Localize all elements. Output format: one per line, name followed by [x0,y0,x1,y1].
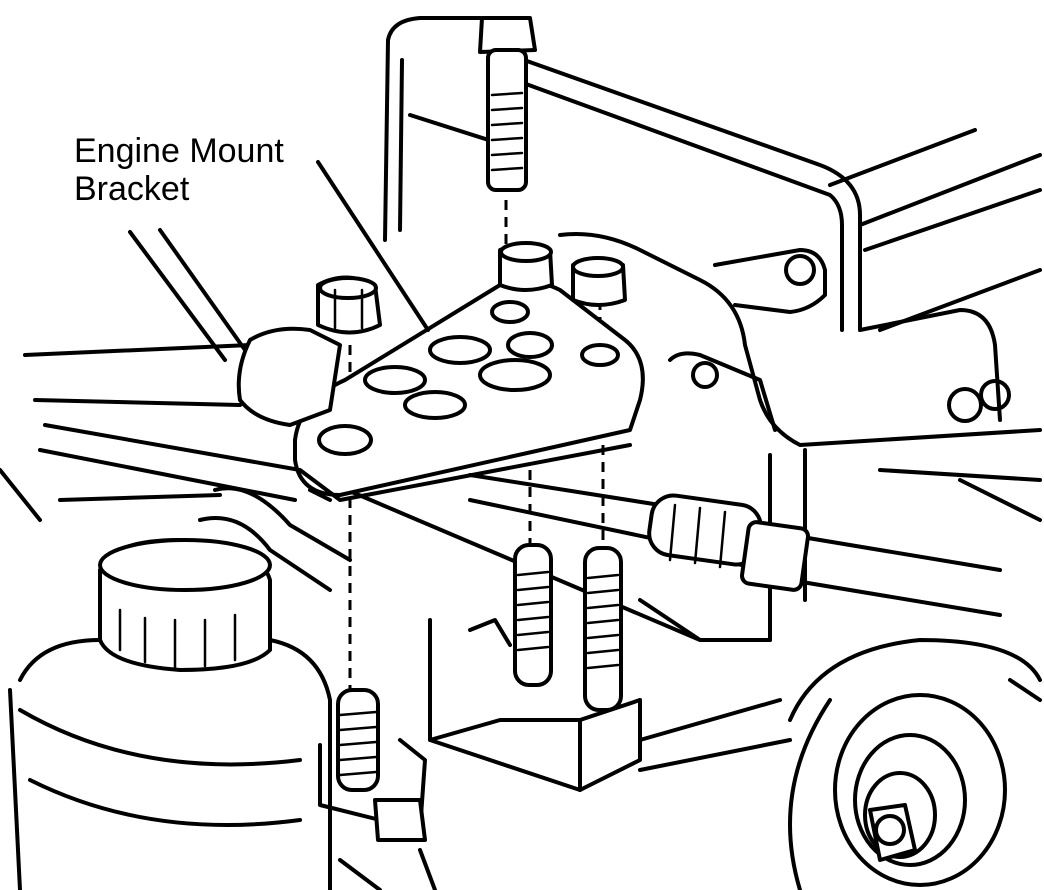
reservoir [8,538,332,890]
callout-label: Engine Mount Bracket [74,132,284,208]
callout-line-1: Engine Mount [74,132,284,170]
callout-line-2: Bracket [74,170,190,208]
nut-left [316,275,382,335]
hose [198,473,1002,617]
nut-right [571,256,627,307]
top-bolt [478,16,537,192]
stud-right [583,546,623,712]
nut-center [498,241,554,292]
engine-block [558,232,1042,642]
pulley [638,598,1042,890]
mount-isolator [236,326,342,427]
lower-bolt [318,688,437,890]
callout-leader [316,160,430,332]
stud-left [513,543,553,687]
